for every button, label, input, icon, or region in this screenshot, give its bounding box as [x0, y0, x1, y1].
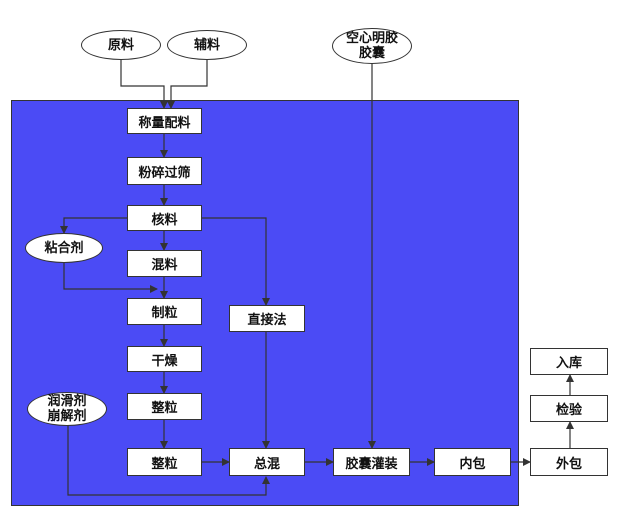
node-hunliao: 混料 [127, 250, 202, 277]
node-zhili: 制粒 [127, 298, 202, 325]
node-waibao: 外包 [530, 448, 608, 476]
arrow-runhua-to-zonghun [67, 424, 270, 496]
node-fuliao: 辅料 [167, 30, 247, 60]
node-kongxin-jiaonang: 空心明胶 胶囊 [332, 28, 412, 64]
node-neibao: 内包 [434, 448, 511, 476]
node-fensui: 粉碎过筛 [127, 157, 202, 185]
node-heliao: 核料 [127, 205, 202, 231]
arrow-fuliao-to-chengliang [167, 58, 208, 109]
node-yuanliao: 原料 [81, 30, 161, 60]
arrow-yuanliao-to-chengliang [120, 58, 168, 109]
node-nianhe: 粘合剂 [25, 233, 103, 263]
node-runhua-bengjie: 润滑剂 崩解剂 [27, 392, 107, 426]
arrow-heliao-to-nianhe [60, 217, 127, 234]
node-zhengli-2: 整粒 [127, 448, 202, 476]
node-chengliang: 称量配料 [127, 108, 202, 134]
node-zhengli-1: 整粒 [127, 393, 202, 420]
node-zonghun: 总混 [229, 448, 305, 476]
node-jianyan: 检验 [530, 395, 608, 422]
node-jiaonang-guanzhuang: 胶囊灌装 [333, 448, 410, 476]
arrow-nianhe-to-zhili [63, 263, 158, 293]
node-ruku: 入库 [530, 348, 608, 375]
node-zhijiefa: 直接法 [229, 305, 305, 332]
arrow-heliao-to-zhijiefa [201, 217, 270, 306]
node-ganzao: 干燥 [127, 346, 202, 372]
